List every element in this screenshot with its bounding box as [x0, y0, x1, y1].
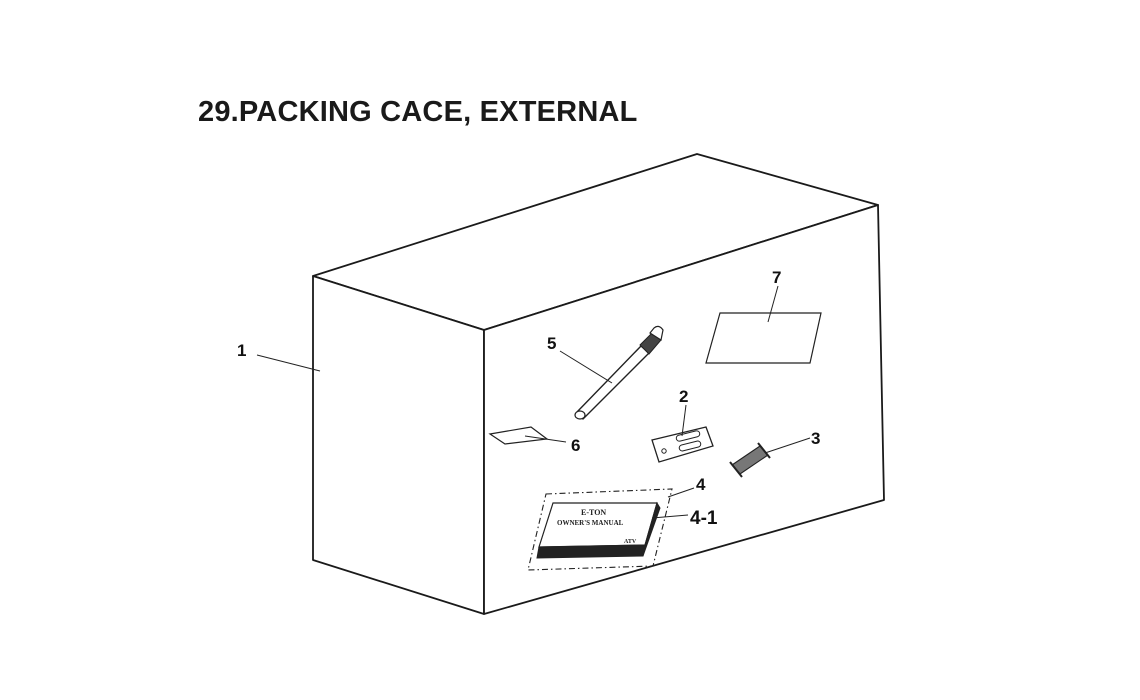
- strap-end-a: [729, 461, 743, 478]
- part-3-strap: [729, 437, 811, 478]
- plate-slot-top: [675, 430, 701, 442]
- part-4-1-owners-manual: E-TON OWNER'S MANUAL ATV: [536, 501, 689, 559]
- part-4-pouch: [527, 488, 673, 571]
- manual-spine-front: [536, 544, 646, 559]
- leader-line-1: [256, 354, 321, 372]
- callout-6: 6: [571, 436, 580, 455]
- callout-2: 2: [679, 387, 688, 406]
- leader-line-6: [524, 435, 567, 443]
- callout-5: 5: [547, 334, 556, 353]
- plate-hole: [661, 448, 667, 454]
- callout-4: 4: [696, 475, 706, 494]
- callout-3: 3: [811, 429, 820, 448]
- leader-line-4: [667, 487, 695, 498]
- manual-brand-text: E-TON: [581, 508, 606, 517]
- callout-4-1: 4-1: [690, 508, 718, 529]
- manual-model-text: ATV: [624, 539, 637, 545]
- leader-line-7: [767, 285, 779, 323]
- plate-slot-bottom: [678, 440, 702, 452]
- handle-head: [649, 325, 664, 341]
- part-5-handle: [559, 325, 664, 420]
- leader-line-3: [764, 437, 811, 454]
- manual-spine-side: [642, 501, 661, 557]
- box-left-face: [312, 275, 485, 615]
- leader-line-5: [559, 350, 613, 384]
- manual-name-text: OWNER'S MANUAL: [557, 519, 624, 527]
- callout-1: 1: [237, 341, 246, 360]
- leader-line-4-1: [651, 514, 689, 519]
- part-2-plate: [651, 404, 714, 463]
- page-title: 29.PACKING CACE, EXTERNAL: [198, 96, 638, 128]
- leader-line-2: [681, 404, 687, 437]
- callout-7: 7: [772, 268, 781, 287]
- part-7-label-sheet: [705, 312, 822, 364]
- handle-rod-end: [574, 410, 586, 420]
- strap-end-b: [757, 442, 771, 459]
